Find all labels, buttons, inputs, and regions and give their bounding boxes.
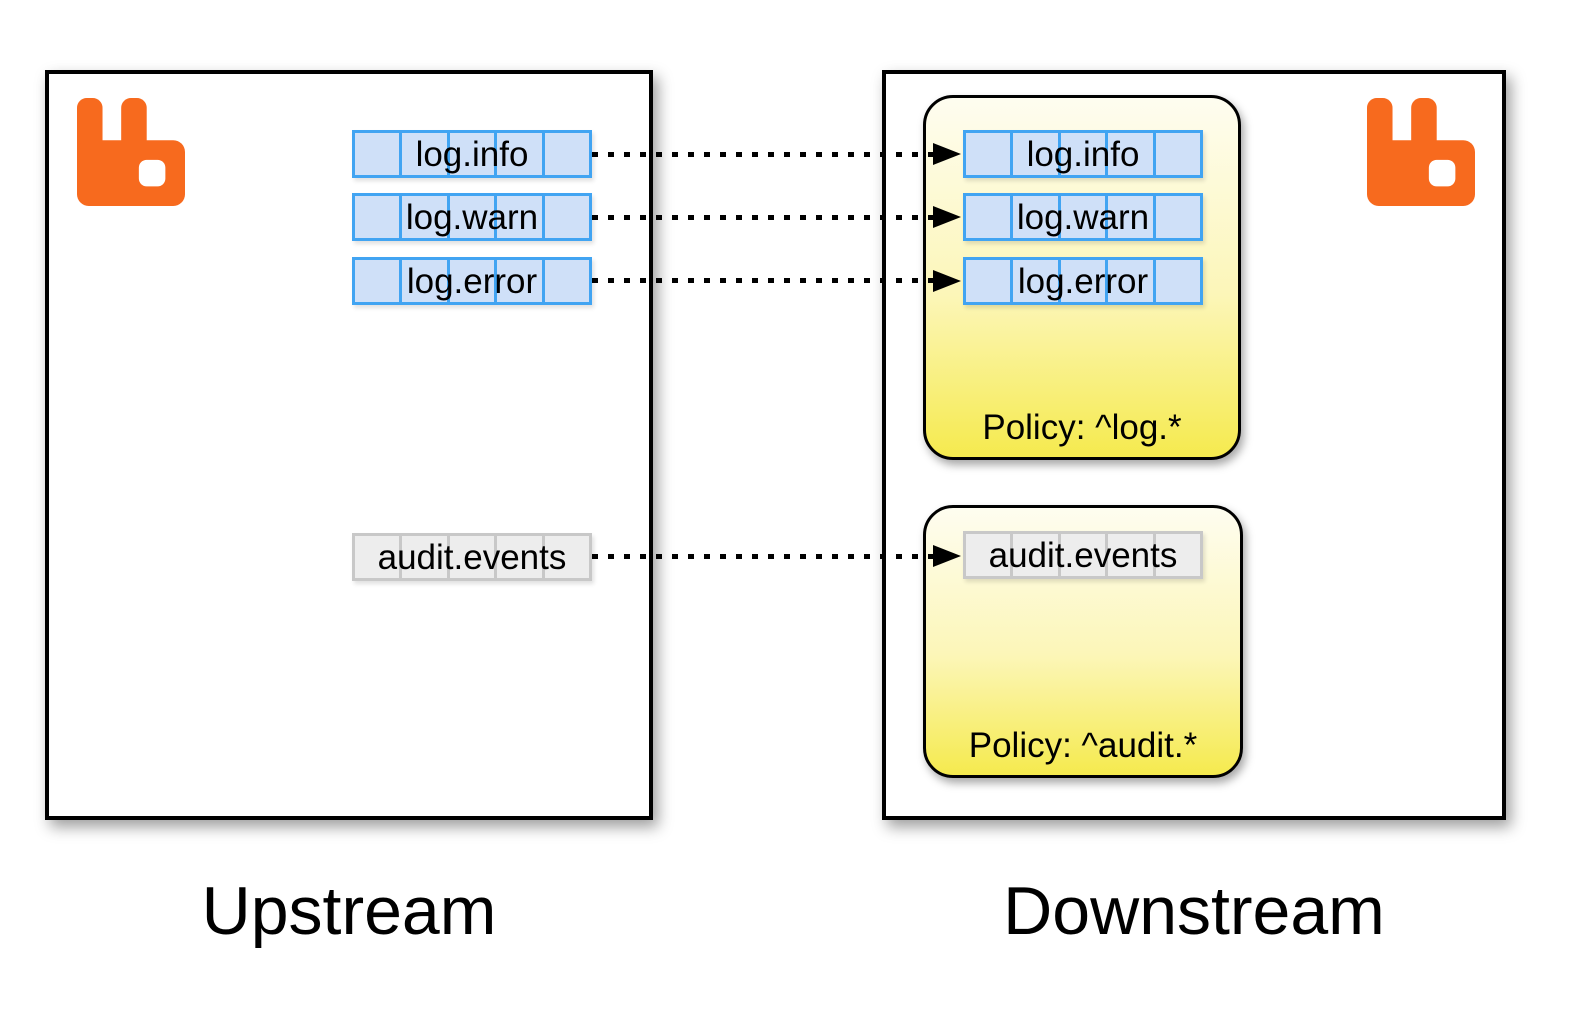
queue-label: log.warn <box>405 197 539 237</box>
queue-cells <box>352 193 592 241</box>
queue-cells <box>963 531 1203 579</box>
queue-label: audit.events <box>988 535 1178 575</box>
queue-cells <box>352 533 592 581</box>
arrowhead-log-warn-icon <box>933 206 961 228</box>
policy-box-audit: audit.events Policy: ^audit.* <box>923 505 1243 778</box>
upstream-caption: Upstream <box>201 873 497 949</box>
downstream-queue-log-info: log.info <box>963 130 1203 178</box>
downstream-queue-audit-events: audit.events <box>963 531 1203 579</box>
queue-label: audit.events <box>377 537 567 577</box>
queue-cells <box>963 257 1203 305</box>
upstream-queue-log-warn: log.warn <box>352 193 592 241</box>
upstream-queue-log-info: log.info <box>352 130 592 178</box>
downstream-caption: Downstream <box>1003 873 1385 949</box>
policy-box-log: log.info log.warn log.error Policy: ^log… <box>923 95 1241 460</box>
queue-cells <box>352 257 592 305</box>
rabbitmq-logo-icon <box>1367 98 1475 206</box>
arrowhead-log-error-icon <box>933 270 961 292</box>
federation-link-log-warn <box>592 215 933 220</box>
downstream-broker-box: log.info log.warn log.error Policy: ^log… <box>882 70 1506 820</box>
upstream-queue-log-error: log.error <box>352 257 592 305</box>
queue-label: log.info <box>415 134 529 174</box>
upstream-queue-audit-events: audit.events <box>352 533 592 581</box>
policy-label: Policy: ^audit.* <box>968 725 1198 765</box>
upstream-broker-box: log.info log.warn log.error audit.events <box>45 70 653 820</box>
queue-cells <box>963 130 1203 178</box>
queue-label: log.error <box>1017 261 1149 301</box>
arrowhead-audit-events-icon <box>933 545 961 567</box>
queue-cells <box>352 130 592 178</box>
downstream-queue-log-warn: log.warn <box>963 193 1203 241</box>
rabbitmq-logo-icon <box>77 98 185 206</box>
queue-label: log.error <box>406 261 538 301</box>
federation-link-log-error <box>592 278 933 283</box>
policy-label: Policy: ^log.* <box>982 407 1182 447</box>
arrowhead-log-info-icon <box>933 143 961 165</box>
federation-link-log-info <box>592 152 933 157</box>
queue-cells <box>963 193 1203 241</box>
queue-label: log.info <box>1026 134 1140 174</box>
federation-link-audit-events <box>592 554 933 559</box>
downstream-queue-log-error: log.error <box>963 257 1203 305</box>
queue-label: log.warn <box>1016 197 1150 237</box>
